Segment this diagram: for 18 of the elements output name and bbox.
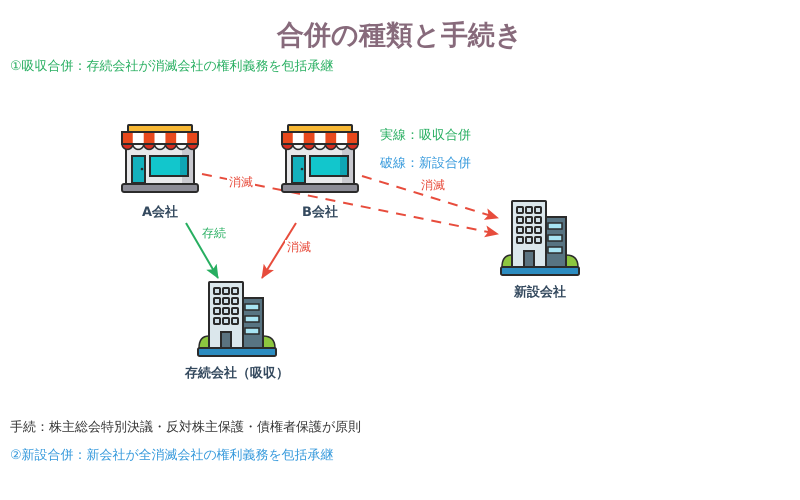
- company-name: B会社: [302, 206, 338, 219]
- edge-label: 消滅: [227, 175, 255, 189]
- company-name: 新設会社: [514, 286, 566, 299]
- legend-note: 実線：吸収合併: [380, 129, 471, 142]
- edge-label: 消滅: [285, 240, 313, 254]
- dashed-arrow: [202, 173, 499, 238]
- arrow: [185, 222, 219, 279]
- edge-label: 存続: [200, 226, 228, 240]
- company-name: A会社: [142, 206, 178, 219]
- company-name: 存続会社（吸収）: [185, 367, 289, 380]
- title: 合併の種類と手続き: [277, 22, 523, 49]
- dashed-arrow: [362, 175, 499, 220]
- subheading: ①吸収合併：存続会社が消滅会社の権利義務を包括承継: [10, 60, 334, 73]
- legend-note: 破線：新設合併: [380, 157, 471, 170]
- edge-label: 消滅: [419, 178, 447, 192]
- subheading: ②新設合併：新会社が全消滅会社の権利義務を包括承継: [10, 449, 334, 462]
- arrow: [261, 222, 297, 279]
- note: 手続：株主総会特別決議・反対株主保護・債権者保護が原則: [10, 421, 361, 434]
